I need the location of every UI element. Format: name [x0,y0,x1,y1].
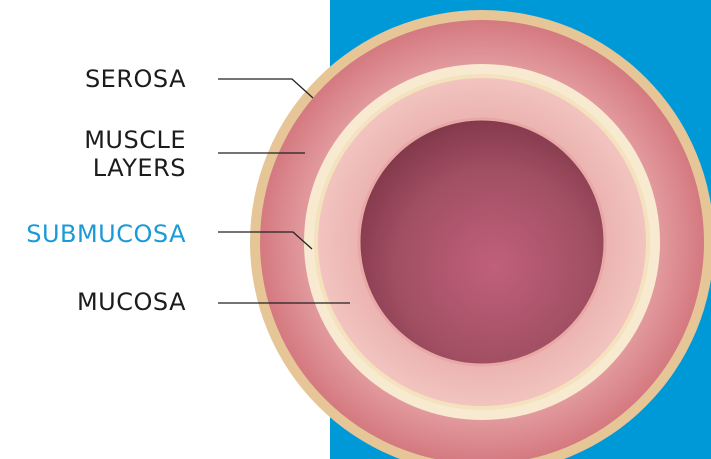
mucosa-label: MUCOSA [77,289,186,317]
muscle-label-line2: LAYERS [84,155,186,183]
serosa-leader-line [218,79,313,98]
muscle-layers-label: MUSCLE LAYERS [84,127,186,182]
submucosa-label: SUBMUCOSA [26,221,186,249]
muscle-label-line1: MUSCLE [84,127,186,155]
serosa-label: SEROSA [85,66,186,94]
